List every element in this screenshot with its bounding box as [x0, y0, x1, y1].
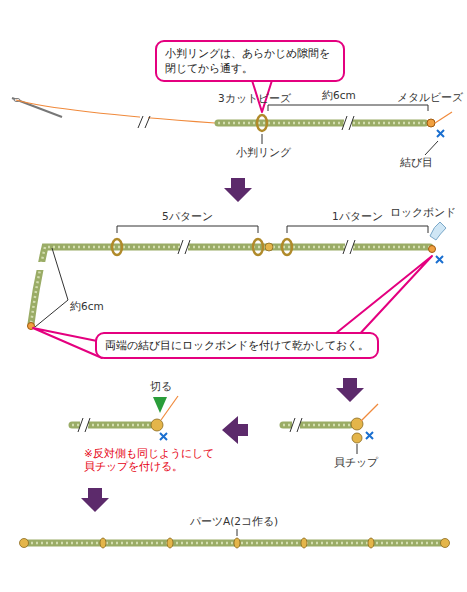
oval-ring [282, 239, 292, 255]
leader [425, 141, 438, 155]
oval-ring [112, 239, 122, 255]
ring-bead [301, 538, 307, 548]
step4 [72, 396, 178, 440]
break-mark [178, 240, 190, 254]
finished-part [20, 529, 450, 548]
bracket [287, 226, 428, 233]
thread-end [435, 112, 452, 123]
ring-bead [368, 538, 374, 548]
break-mark [138, 116, 150, 128]
bracket [268, 105, 428, 111]
metal-bead [429, 246, 436, 253]
callout-text: 両端の結び目にロックボンドを付けて乾かしておく。 [105, 338, 369, 353]
bead-strand [218, 120, 425, 127]
break-gap [345, 240, 353, 254]
knot-mark [437, 130, 444, 137]
knot-mark [366, 432, 373, 439]
callout-box: 両端の結び目にロックボンドを付けて乾かしておく。 [95, 332, 379, 359]
thread-end [361, 404, 378, 421]
part-label: 小判リング [236, 146, 291, 159]
part-label: 約6cm [70, 300, 104, 313]
callout-tail [330, 256, 432, 338]
part-label: 約6cm [322, 89, 356, 102]
step1 [12, 74, 452, 155]
ring-bead [167, 538, 173, 548]
shell-chip [352, 433, 362, 443]
dimension-line [35, 248, 68, 327]
oval-ring [257, 115, 267, 131]
step-arrow [222, 416, 248, 444]
break-gap [180, 240, 188, 254]
part-label: ロックボンド [390, 206, 456, 219]
step-arrow [224, 178, 252, 202]
step-arrow [81, 488, 109, 512]
part-label: 結び目 [400, 156, 433, 169]
thread [16, 100, 215, 123]
part-label: 貝チップ [334, 456, 378, 469]
callout-tail [33, 328, 102, 358]
ring-bead [100, 538, 106, 548]
break-mark [343, 240, 355, 254]
callout-box: 小判リングは、あらかじめ隙間を 閉じてから通す。 [155, 40, 345, 82]
part-label: パーツA(2コ作る) [190, 515, 278, 528]
part-label: 3カットビーズ [218, 92, 291, 105]
part-label: メタルビーズ [397, 91, 463, 104]
part-label: 切る [150, 380, 172, 393]
break-mark [78, 418, 90, 432]
break-mark [342, 116, 354, 130]
shell-chip [20, 539, 29, 548]
part-label: 1パターン [332, 210, 383, 223]
knot-mark [436, 256, 443, 263]
break-gap [292, 418, 300, 432]
step-arrow [336, 378, 364, 402]
ring-bead [234, 538, 240, 548]
step2 [28, 222, 447, 358]
oval-ring [253, 239, 263, 255]
shell-chip [151, 419, 163, 431]
part-label: 5パターン [162, 210, 213, 223]
leader [262, 134, 263, 144]
metal-bead [265, 243, 273, 251]
break-mark [290, 418, 302, 432]
break-gap [344, 116, 352, 130]
cut-arrow [153, 397, 167, 413]
break-gap [80, 418, 88, 432]
metal-bead [427, 119, 435, 127]
part-label: ※反対側も同じようにして 貝チップを付ける。 [84, 447, 216, 473]
bead-texture [218, 122, 425, 125]
knot-mark [160, 433, 167, 440]
step3 [283, 404, 378, 454]
shell-chip [351, 418, 363, 430]
shell-chip [441, 539, 450, 548]
break-gap [33, 262, 47, 270]
leader [237, 529, 238, 536]
bracket [117, 226, 258, 233]
glue-tube [430, 222, 446, 240]
callout-text: 小判リングは、あらかじめ隙間を 閉じてから通す。 [165, 46, 335, 76]
leader [357, 444, 358, 454]
